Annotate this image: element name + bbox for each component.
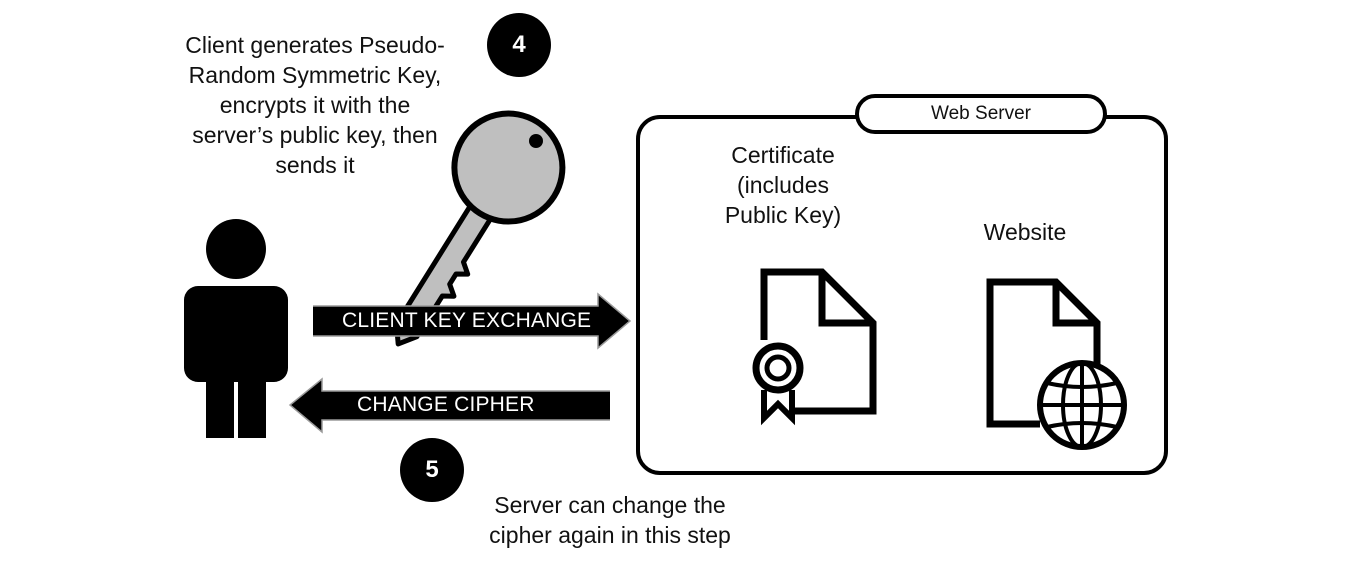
globe-icon [1037,360,1127,450]
certificate-label: Certificate (includes Public Key) [700,140,866,230]
certificate-label-line: Public Key) [724,202,842,228]
step5-badge: 5 [400,438,464,502]
step4-badge: 4 [487,13,551,77]
step5-caption-line: cipher again in this step [489,522,731,548]
change-cipher-arrow [288,377,610,434]
step4-caption-line: encrypts it with the [219,92,411,118]
client-key-exchange-arrow [313,292,632,350]
step4-caption-line: sends it [275,152,355,178]
change-cipher-label: CHANGE CIPHER [357,393,535,416]
step5-badge-number: 5 [425,456,439,483]
client-key-exchange-label: CLIENT KEY EXCHANGE [342,309,592,332]
website-label: Website [983,219,1067,245]
step4-caption: Client generates Pseudo- Random Symmetri… [160,30,470,180]
certificate-label-line: (includes [736,172,830,198]
certificate-label-line: Certificate [731,142,835,168]
certificate-document-icon [752,268,877,426]
step4-badge-number: 4 [512,31,526,58]
step5-caption: Server can change the cipher again in th… [460,490,760,550]
person-icon [184,219,288,438]
step4-caption-line: Random Symmetric Key, [188,62,442,88]
step5-caption-line: Server can change the [494,492,726,518]
step4-caption-line: server’s public key, then [192,122,438,148]
web-server-title: Web Server [931,103,1031,124]
web-document-icon [986,278,1127,450]
web-server-title-tab: Web Server [855,94,1107,134]
step4-caption-line: Client generates Pseudo- [185,32,445,58]
